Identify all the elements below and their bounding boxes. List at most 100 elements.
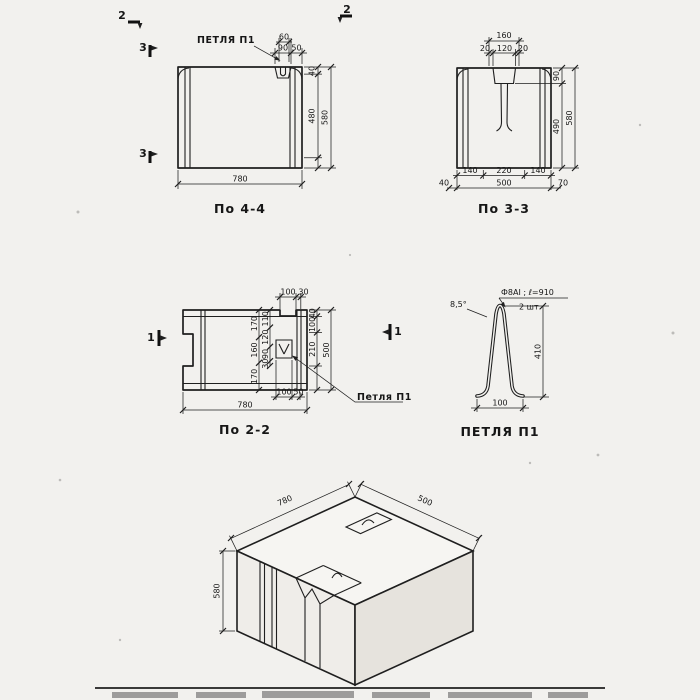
po22-loop-leader (293, 356, 403, 403)
loop-detail-title: ПЕТЛЯ П1 (460, 424, 539, 439)
loop-rod-core (476, 304, 524, 397)
loop-angle-label: 8,5° (450, 300, 467, 309)
speck (118, 638, 122, 642)
po44-block-details (177, 66, 303, 168)
po22-dimension-ticks (179, 293, 335, 414)
po22-loop-leader-arrow (292, 355, 299, 361)
iso-grooves (259, 561, 278, 649)
po44-dim-60: 60 (279, 33, 289, 42)
cutoff-table-text (372, 692, 430, 698)
po44-dim-480: 480 (308, 108, 317, 123)
loop-quantity: 2 шт. (519, 303, 541, 312)
loop-dimension-ticks (473, 302, 547, 412)
po33-block-details (456, 67, 552, 168)
po33-dimension-lines (447, 37, 579, 190)
po44-loop-leader-arrow (274, 56, 281, 61)
po22-section-strokes (157, 324, 392, 346)
view-loop-detail: 410 100 8,5° Ф8АI ; ℓ=910 2 шт. ПЕТЛЯ П1 (450, 288, 568, 439)
po44-dim-780: 780 (232, 175, 247, 184)
cutoff-table-text (448, 692, 532, 698)
iso-dim-500: 500 (416, 493, 434, 508)
loop-dimension-lines (466, 297, 568, 412)
view-po44: 60 90 50 40 480 580 780 ПЕТЛЯ П1 2 2 3 3… (118, 3, 352, 216)
po44-loop-leader (253, 45, 278, 60)
po44-section3-top: 3 (139, 41, 147, 54)
po44-dim-50: 50 (291, 44, 301, 53)
po44-dimension-ticks (174, 38, 335, 188)
po22-loop-label: Петля П1 (357, 392, 412, 403)
speck (671, 331, 675, 335)
po22-dim-120: 120 (261, 330, 270, 345)
po33-dim-160: 160 (496, 31, 511, 40)
po22-dim-50-bottom: 50 (293, 388, 303, 397)
po44-section3-bottom: 3 (139, 147, 147, 160)
cutoff-table-text (196, 692, 246, 698)
iso-second-loop-pocket (344, 512, 393, 535)
po33-dim-140r: 140 (530, 166, 545, 175)
po44-dim-580: 580 (321, 110, 330, 125)
iso-dim-580: 580 (213, 583, 222, 598)
po22-section1-left: 1 (147, 331, 155, 344)
view-isometric: 780 500 580 (213, 480, 483, 687)
po22-dim-30-top: 30 (298, 287, 308, 296)
po44-section2-right: 2 (343, 3, 351, 16)
po22-dim-100-right: 100 (308, 317, 317, 332)
po22-dim-170-top: 170 (250, 316, 259, 331)
speck (638, 123, 642, 127)
iso-dimension-ticks (219, 480, 483, 635)
po22-section1-right: 1 (394, 325, 402, 338)
scan-specks (58, 123, 675, 642)
po33-block-outline (456, 67, 552, 169)
cutoff-table-text (548, 692, 588, 698)
loop-rebar-spec: Ф8АI ; ℓ=910 (501, 288, 554, 297)
po33-dim-140l: 140 (462, 166, 477, 175)
po22-title: По 2-2 (219, 422, 271, 437)
speck (528, 461, 532, 465)
view-po22: 100 30 40 100 210 500 170 160 170 110 12… (147, 287, 412, 437)
speck (596, 453, 600, 457)
loop-dim-410: 410 (533, 344, 542, 359)
po44-loop-label: ПЕТЛЯ П1 (197, 35, 255, 46)
po44-section2-left: 2 (118, 9, 126, 22)
po33-dim-490: 490 (552, 119, 561, 134)
speck (58, 478, 62, 482)
po33-dim-70: 70 (558, 178, 568, 187)
po33-dim-90: 90 (552, 71, 561, 81)
iso-loop-notch-and-channel (295, 564, 362, 668)
po22-dim-110: 110 (261, 311, 270, 326)
po33-dim-120: 120 (497, 44, 512, 53)
po33-dim-20r: 20 (518, 44, 528, 53)
po44-dimension-lines (177, 38, 336, 189)
po22-dim-780: 780 (237, 401, 252, 410)
po44-dim-90: 90 (278, 44, 288, 53)
po22-dim-40-right: 40 (308, 308, 317, 318)
po22-dim-90: 90 (261, 349, 270, 359)
po22-section-arrowheads (160, 329, 389, 341)
po22-dim-30-left: 30 (261, 359, 270, 369)
po22-block-details (183, 310, 307, 390)
cutoff-table (95, 687, 605, 698)
po33-dim-580: 580 (565, 110, 574, 125)
loop-dim-100: 100 (492, 398, 507, 407)
speck (348, 253, 352, 257)
po33-dim-500: 500 (496, 178, 511, 187)
po22-dim-500-right: 500 (322, 342, 331, 357)
po44-block-outline (177, 66, 303, 169)
po22-dimension-lines (182, 293, 336, 414)
loop-rod-outline (475, 303, 525, 398)
loop-spec-leader-arrow (500, 301, 506, 308)
po22-dim-160: 160 (250, 342, 259, 357)
cutoff-table-text (262, 691, 354, 698)
po33-title: По 3-3 (478, 201, 530, 216)
po44-section-strokes (128, 14, 352, 163)
iso-right-face (354, 549, 474, 687)
po33-dim-20l: 20 (480, 44, 490, 53)
po22-dim-100-bottom: 100 (276, 388, 291, 397)
iso-dimension-lines (219, 481, 481, 632)
po22-dim-100-top: 100 (280, 287, 295, 296)
cutoff-table-text (112, 692, 178, 698)
po33-dim-220: 220 (496, 166, 511, 175)
speck (76, 210, 80, 214)
